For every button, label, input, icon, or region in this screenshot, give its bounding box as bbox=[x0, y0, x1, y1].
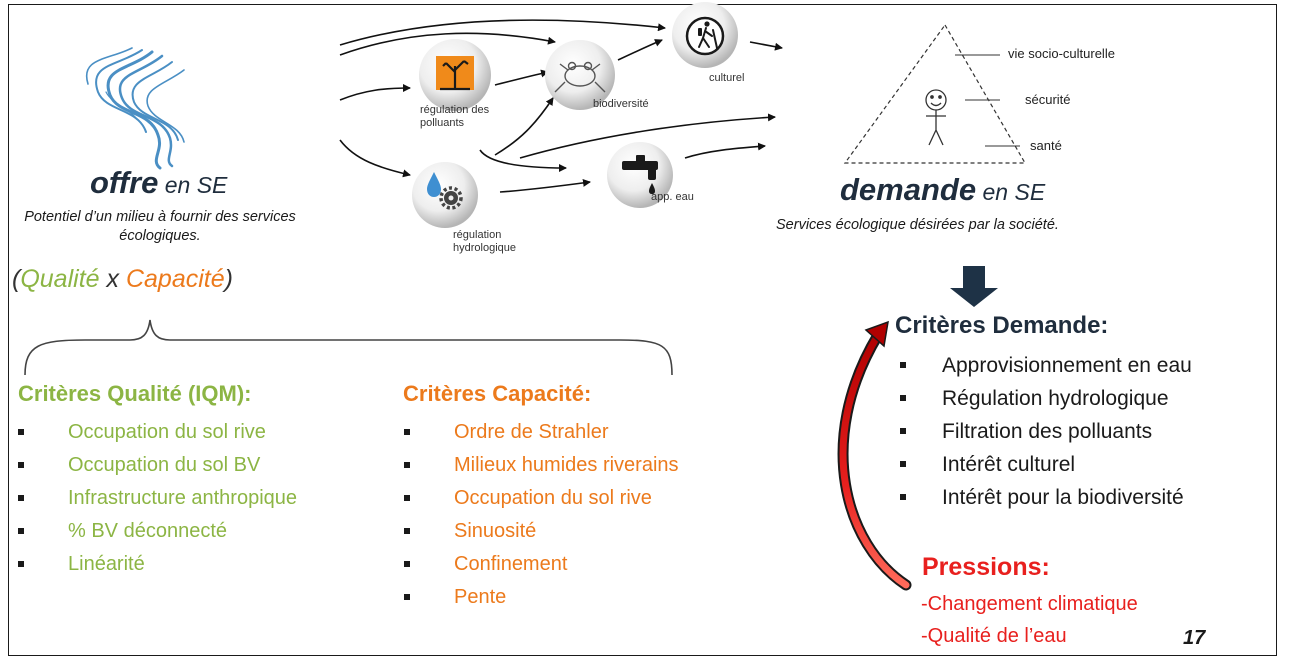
criteres-qualite-item: Infrastructure anthropique bbox=[16, 482, 297, 515]
arrow-offre-to-hydro bbox=[339, 139, 411, 178]
node-label-regulation-polluants: régulation des polluants bbox=[420, 104, 490, 129]
node-label-culturel: culturel bbox=[709, 72, 745, 84]
criteres-demande-item: Intérêt pour la biodiversité bbox=[895, 481, 1192, 514]
criteres-capacite-heading: Critères Capacité: bbox=[403, 381, 592, 406]
node-app-eau-icon bbox=[607, 142, 673, 208]
node-label-regulation-hydrologique: régulation hydrologique bbox=[453, 229, 516, 254]
criteres-demande-item: Approvisionnement en eau bbox=[895, 349, 1192, 382]
down-arrow-icon bbox=[950, 266, 998, 307]
criteres-capacite-item: Milieux humides riverains bbox=[402, 449, 679, 482]
polluted-tree-icon bbox=[440, 60, 470, 91]
criteres-capacite-list: Ordre de Strahler Milieux humides rivera… bbox=[402, 416, 679, 614]
slide-frame bbox=[8, 4, 1277, 656]
criteres-qualite-item: Linéarité bbox=[16, 548, 297, 581]
faucet-icon bbox=[622, 155, 658, 194]
node-label-app-eau: app. eau bbox=[651, 191, 694, 203]
criteres-demande-item: Filtration des polluants bbox=[895, 415, 1192, 448]
arrow-biodiversite-to-culturel bbox=[617, 39, 663, 61]
quality-capacity-formula: (Qualité x Capacité) bbox=[12, 265, 233, 293]
river-icon bbox=[85, 47, 185, 170]
arrow-eau-to-demande bbox=[684, 142, 766, 159]
stick-figure-icon bbox=[925, 89, 947, 146]
arrow-offre-to-culturel bbox=[339, 19, 666, 46]
triangle-label-sante: santé bbox=[1030, 138, 1062, 153]
arrow-culturel-to-demande bbox=[749, 41, 783, 51]
node-label-biodiversite: biodiversité bbox=[593, 98, 649, 110]
pressions-item: -Qualité de l’eau bbox=[921, 625, 1067, 647]
criteres-capacite-item: Sinuosité bbox=[402, 515, 679, 548]
criteres-capacite-item: Occupation du sol rive bbox=[402, 482, 679, 515]
offre-title: offre en SE bbox=[90, 165, 228, 200]
pressions-item: -Changement climatique bbox=[921, 593, 1138, 615]
arrow-hydro-to-biodiversite bbox=[494, 97, 554, 156]
node-culturel-icon bbox=[672, 2, 738, 68]
node-regulation-hydrologique-icon bbox=[412, 162, 478, 228]
arrow-polluants-to-demande bbox=[519, 113, 776, 159]
criteres-demande-item: Intérêt culturel bbox=[895, 448, 1192, 481]
page-number: 17 bbox=[1183, 627, 1206, 649]
triangle-label-securite: sécurité bbox=[1025, 92, 1071, 107]
pressions-heading: Pressions: bbox=[922, 553, 1050, 581]
flow-arrows bbox=[339, 19, 783, 193]
criteres-qualite-heading: Critères Qualité (IQM): bbox=[18, 381, 252, 406]
node-biodiversite-icon bbox=[545, 40, 615, 110]
water-drop-gear-icon bbox=[427, 172, 441, 197]
criteres-capacite-item: Confinement bbox=[402, 548, 679, 581]
hiker-icon bbox=[698, 21, 718, 49]
criteres-qualite-item: % BV déconnecté bbox=[16, 515, 297, 548]
criteres-demande-item: Régulation hydrologique bbox=[895, 382, 1192, 415]
criteres-qualite-item: Occupation du sol BV bbox=[16, 449, 297, 482]
criteres-qualite-list: Occupation du sol rive Occupation du sol… bbox=[16, 416, 297, 581]
demande-title: demande en SE bbox=[840, 172, 1046, 207]
triangle-label-vie-socio-culturelle: vie socio-culturelle bbox=[1008, 46, 1115, 61]
node-regulation-polluants-icon bbox=[419, 39, 491, 111]
arrow-offre-to-polluants bbox=[339, 84, 411, 101]
feedback-arc-arrow bbox=[837, 320, 912, 591]
arrow-polluants-to-biodiversite bbox=[494, 69, 549, 86]
curly-brace bbox=[24, 319, 673, 376]
arrow-polluants-to-eau bbox=[479, 149, 567, 172]
criteres-demande-heading: Critères Demande: bbox=[895, 312, 1109, 339]
criteres-capacite-item: Ordre de Strahler bbox=[402, 416, 679, 449]
criteres-qualite-item: Occupation du sol rive bbox=[16, 416, 297, 449]
criteres-capacite-item: Pente bbox=[402, 581, 679, 614]
criteres-demande-list: Approvisionnement en eau Régulation hydr… bbox=[895, 349, 1192, 514]
demande-description: Services écologique désirées par la soci… bbox=[776, 217, 1059, 233]
arrow-offre-to-biodiversite bbox=[339, 32, 556, 56]
demand-triangle bbox=[843, 23, 1027, 164]
arrow-hydro-to-eau bbox=[499, 178, 591, 193]
offre-description: Potentiel d’un milieu à fournir des serv… bbox=[24, 209, 296, 244]
frog-icon bbox=[554, 61, 606, 93]
